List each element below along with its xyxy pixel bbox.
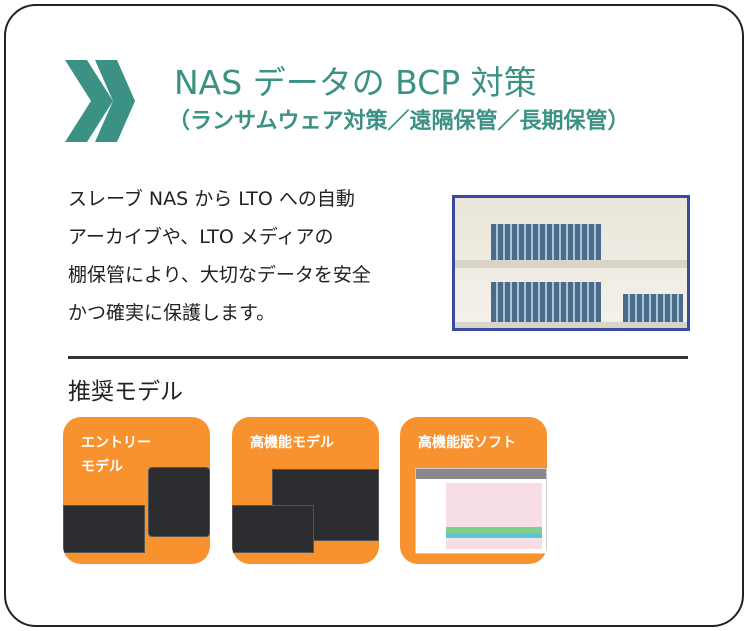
description: スレーブ NAS から LTO への自動 アーカイブや、LTO メディアの 棚保… (68, 180, 438, 332)
lto-drive-image (232, 505, 314, 553)
model-card-software[interactable]: 高機能版ソフト (400, 417, 547, 564)
model-label: エントリーモデル (81, 435, 151, 475)
model-card-high-performance[interactable]: 高機能モデル (232, 417, 379, 564)
lto-tape-shelf-photo (452, 195, 690, 331)
model-label: 高機能モデル (250, 435, 334, 451)
description-line: 棚保管により、大切なデータを安全 (68, 264, 371, 286)
description-line: アーカイブや、LTO メディアの (68, 226, 334, 248)
description-line: スレーブ NAS から LTO への自動 (68, 188, 355, 210)
model-label: 高機能版ソフト (418, 435, 516, 451)
description-line: かつ確実に保護します。 (68, 302, 276, 324)
model-card-entry[interactable]: エントリーモデル (63, 417, 210, 564)
nas-device-image (148, 467, 210, 537)
divider (68, 356, 688, 359)
page-title: NAS データの BCP 対策 (174, 63, 537, 102)
software-screenshot (415, 468, 547, 554)
recommended-heading: 推奨モデル (68, 379, 183, 405)
double-chevron-icon (65, 60, 135, 142)
lto-drive-image (63, 505, 145, 553)
page-subtitle: （ランサムウェア対策／遠隔保管／長期保管） (168, 109, 630, 134)
